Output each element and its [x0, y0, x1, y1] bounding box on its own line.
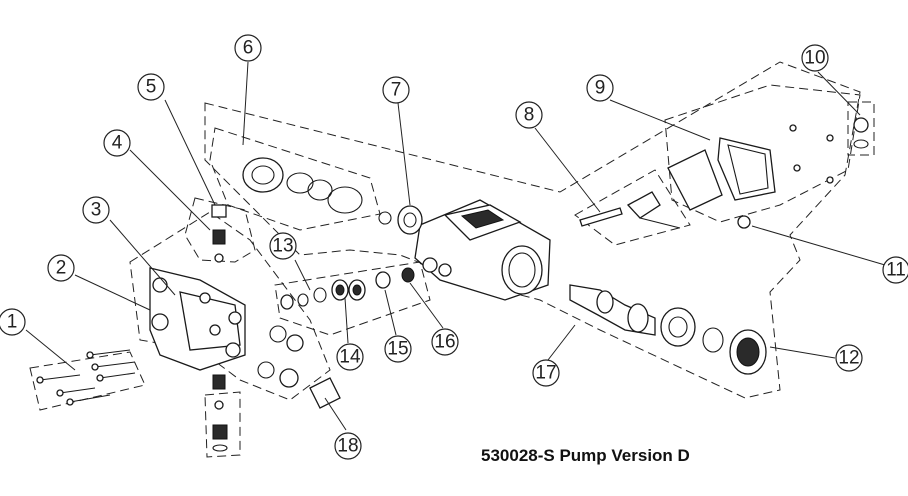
fitting [279, 334, 341, 409]
callout-17-label: 17 [535, 363, 556, 384]
callout-2-label: 2 [56, 258, 67, 279]
callout-1-label: 1 [7, 312, 18, 333]
callout-15: 15 [384, 335, 412, 363]
crankcase [414, 199, 551, 301]
callout-13: 13 [269, 232, 297, 260]
callout-18: 18 [334, 432, 362, 460]
callout-5: 5 [137, 73, 165, 101]
callout-6: 6 [234, 34, 262, 62]
callout-5-label: 5 [146, 77, 157, 98]
crankshaft [569, 284, 656, 336]
valve-stack [211, 204, 228, 452]
callout-2: 2 [47, 254, 75, 282]
callout-15-label: 15 [387, 339, 408, 360]
callout-11-label: 11 [886, 260, 906, 281]
callout-14: 14 [336, 343, 364, 371]
diagram-caption: 530028-S Pump Version D [481, 446, 690, 465]
callout-3-label: 3 [91, 200, 102, 221]
callout-17: 17 [532, 359, 560, 387]
callout-1: 1 [0, 308, 26, 336]
callout-13-label: 13 [272, 236, 293, 257]
callout-12-label: 12 [838, 348, 859, 369]
callout-7: 7 [382, 76, 410, 104]
head-bolts [36, 349, 136, 406]
callout-18-label: 18 [337, 436, 358, 457]
callout-10-label: 10 [804, 48, 825, 69]
callout-9-label: 9 [595, 78, 606, 99]
leader-lines [25, 61, 886, 431]
callout-16: 16 [431, 328, 459, 356]
rear-cover [667, 117, 869, 229]
callout-9: 9 [586, 74, 614, 102]
callout-14-label: 14 [339, 347, 361, 368]
callout-6-label: 6 [243, 38, 254, 59]
connecting-rod [579, 191, 681, 229]
callout-12: 12 [835, 344, 863, 372]
bearings [242, 157, 767, 379]
callout-11: 11 [882, 256, 908, 284]
callout-10: 10 [801, 44, 829, 72]
callout-7-label: 7 [391, 80, 402, 101]
callout-4-label: 4 [112, 133, 123, 154]
callout-4: 4 [103, 129, 131, 157]
callout-8: 8 [515, 101, 543, 129]
callout-8-label: 8 [524, 105, 535, 126]
callout-3: 3 [82, 196, 110, 224]
callout-16-label: 16 [434, 332, 455, 353]
